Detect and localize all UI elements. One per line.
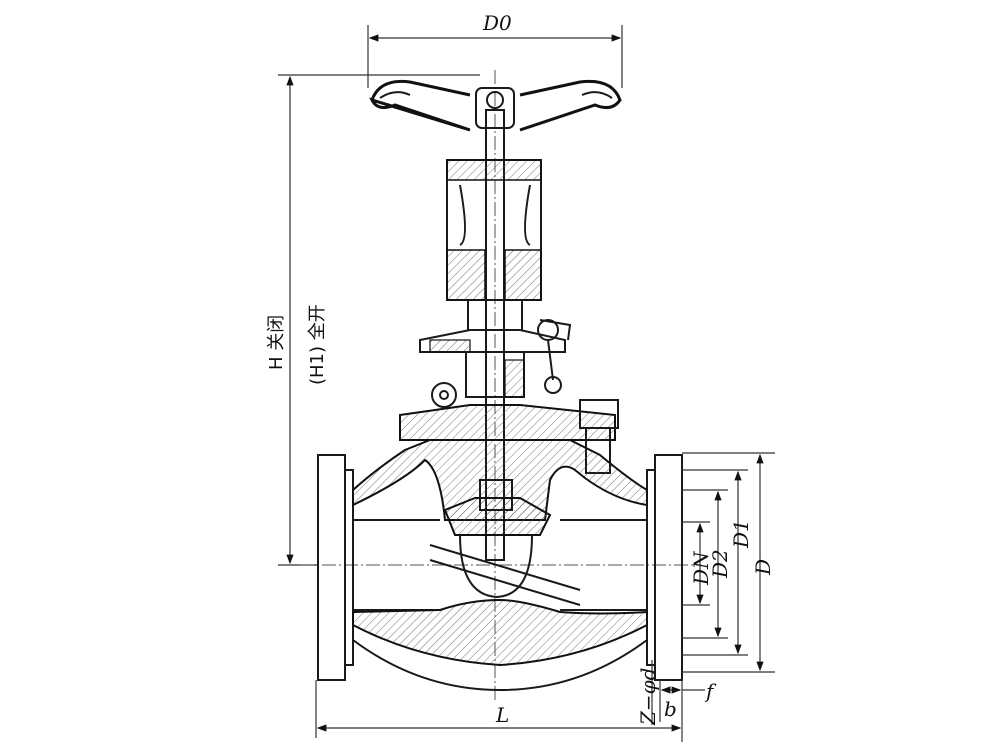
yoke (446, 159, 542, 330)
label-dn: DN (689, 550, 713, 586)
label-b: b (664, 697, 677, 721)
bonnet (399, 399, 619, 474)
label-z-phi-d: Z−φd (636, 668, 660, 726)
label-d0: D0 (482, 11, 512, 35)
handwheel (369, 79, 622, 132)
label-d: D (751, 559, 775, 576)
valve-body (317, 439, 683, 692)
label-d1: D1 (729, 519, 753, 549)
dimension-l: L (315, 680, 683, 742)
gland (419, 319, 572, 408)
stem (485, 109, 505, 561)
label-h-closed: H 关闭 (266, 315, 287, 370)
dimension-d0: D0 (367, 11, 623, 88)
label-d2: D2 (708, 549, 732, 579)
dimension-h: H 关闭 (H1) 全开 (266, 74, 480, 566)
flange-dimensions: D D1 D2 DN b f Z−φd (636, 452, 775, 740)
label-h1-open: (H1) 全开 (307, 304, 328, 385)
label-f: f (704, 679, 717, 703)
label-l: L (495, 703, 509, 727)
